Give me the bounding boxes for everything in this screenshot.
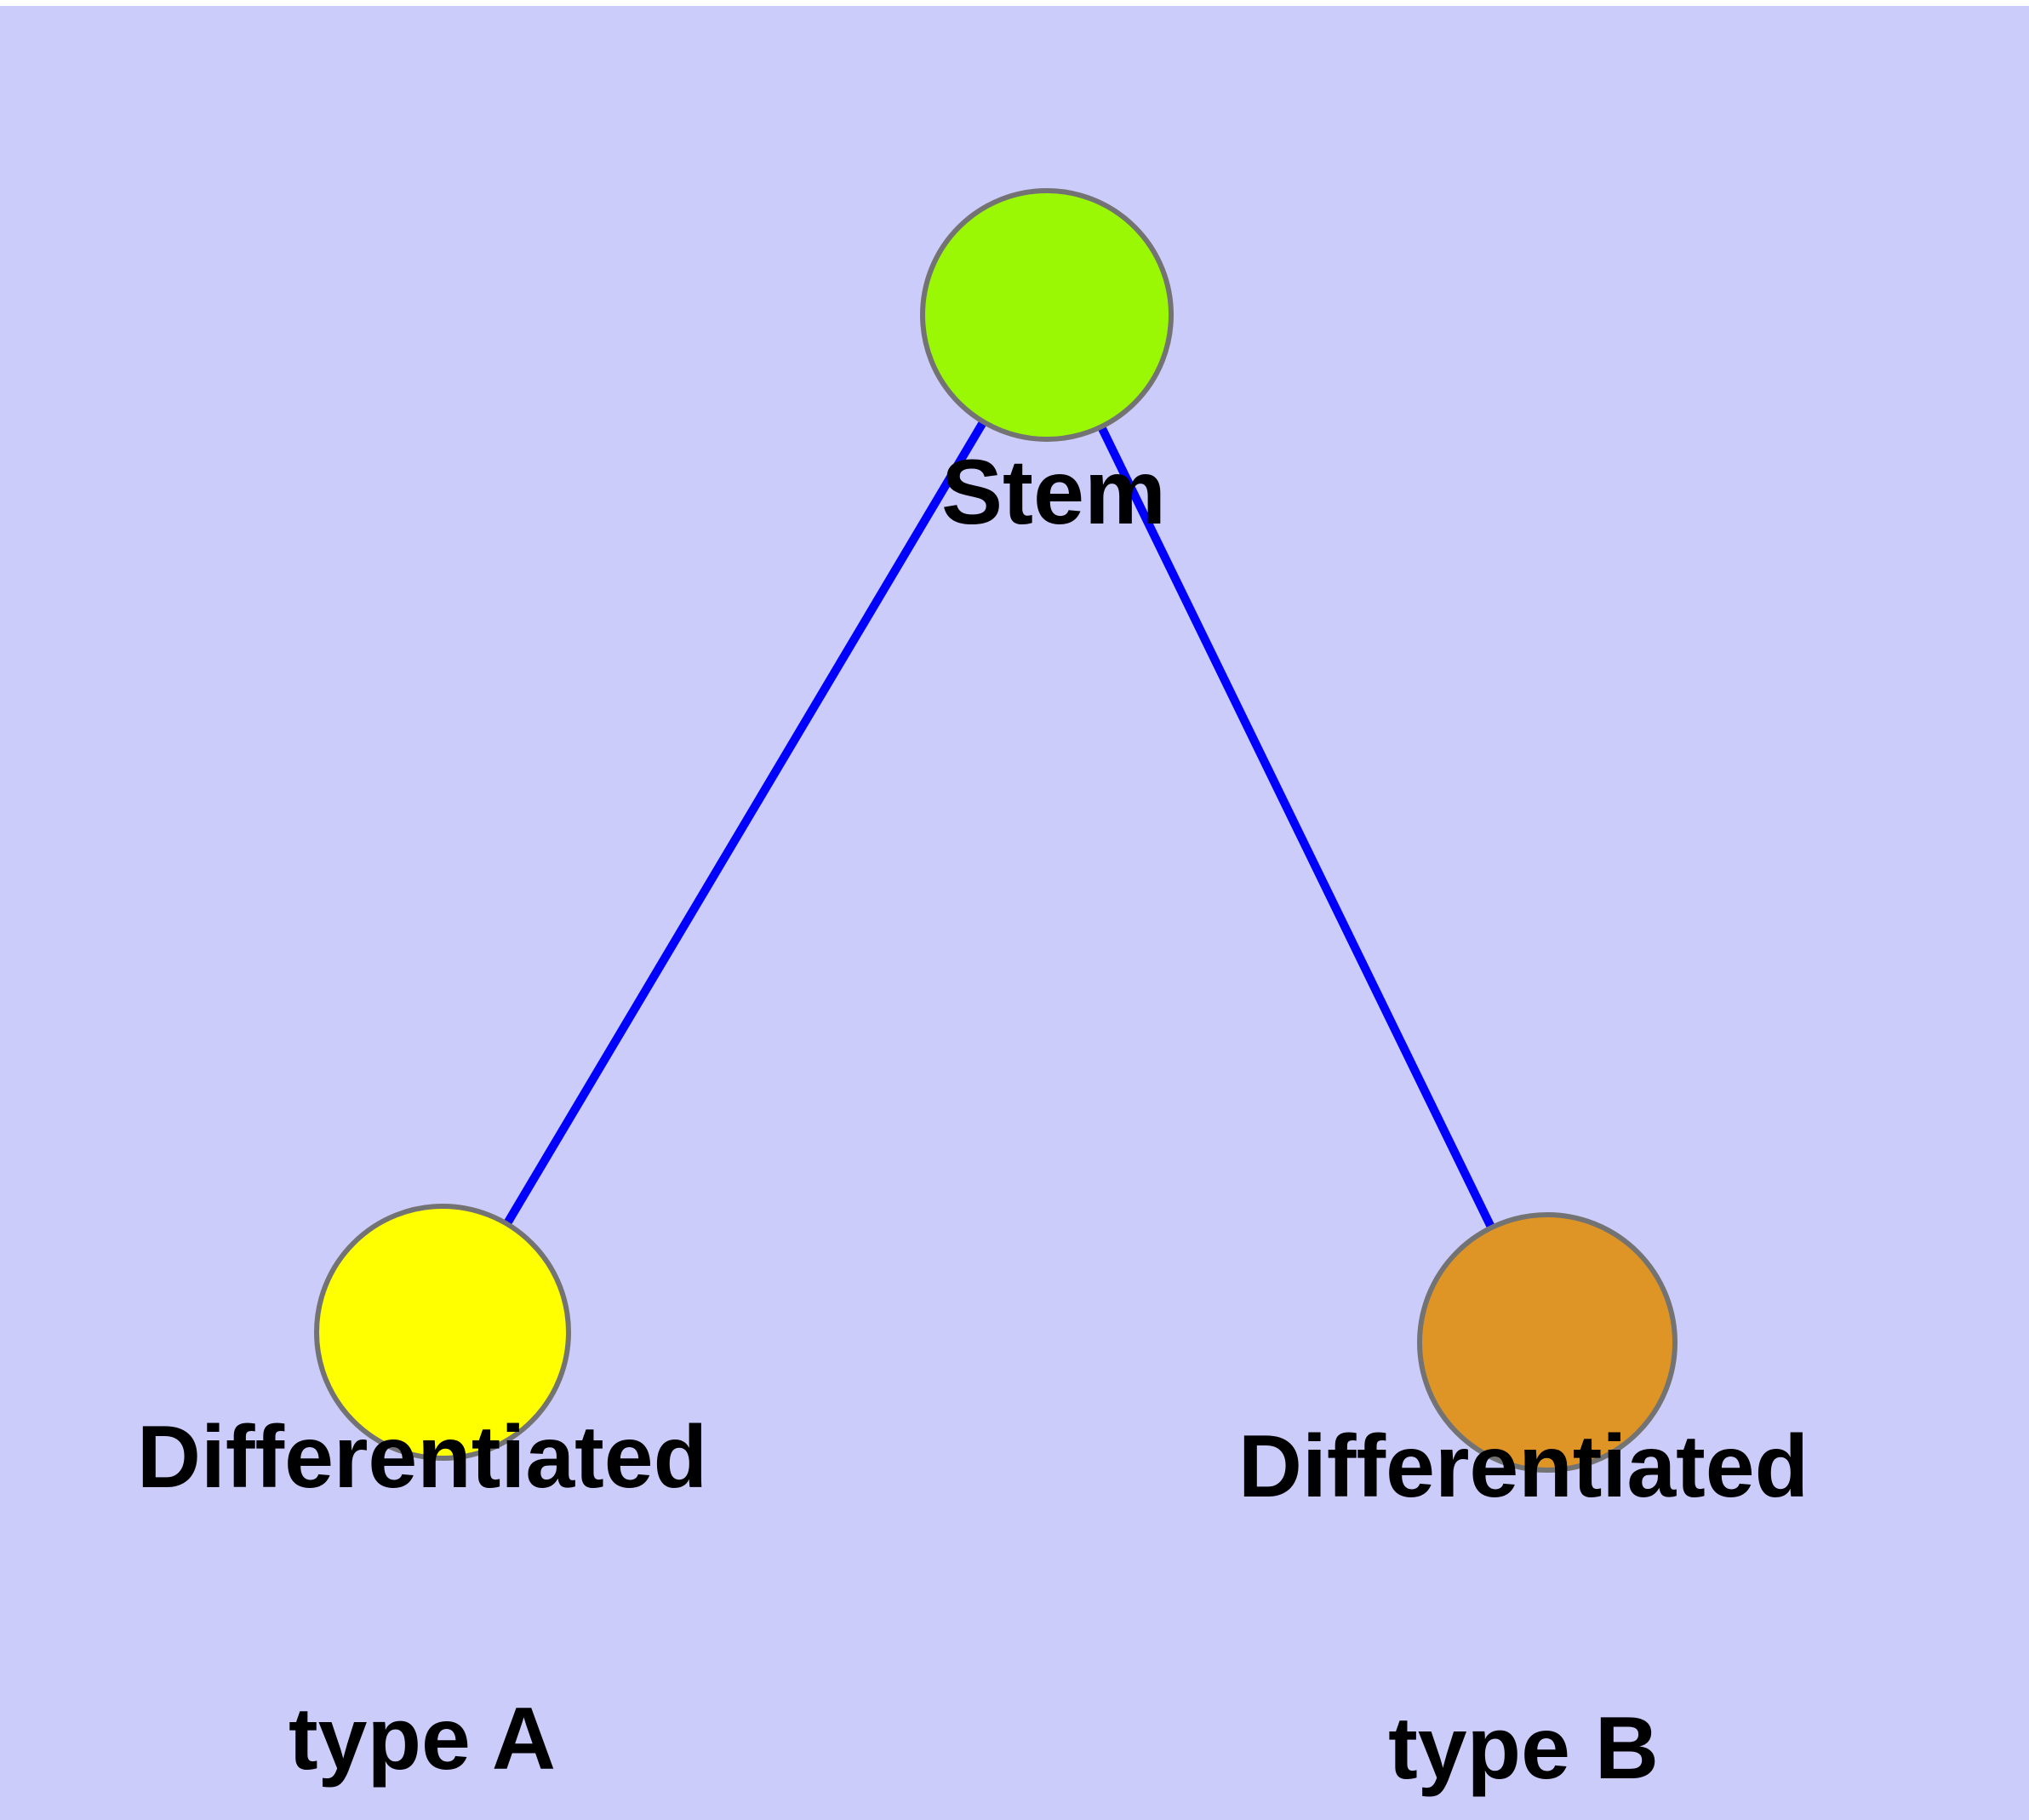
node-layer <box>314 188 1677 1473</box>
node-differentiated-type-a[interactable] <box>314 1204 571 1461</box>
node-stem[interactable] <box>920 188 1174 442</box>
edge-layer <box>438 312 1552 1345</box>
node-differentiated-type-b[interactable] <box>1417 1212 1677 1473</box>
edge-stem-to-diff-a <box>438 312 1051 1335</box>
edge-stem-to-diff-b <box>1043 312 1552 1345</box>
canvas-top-margin <box>0 0 2029 6</box>
